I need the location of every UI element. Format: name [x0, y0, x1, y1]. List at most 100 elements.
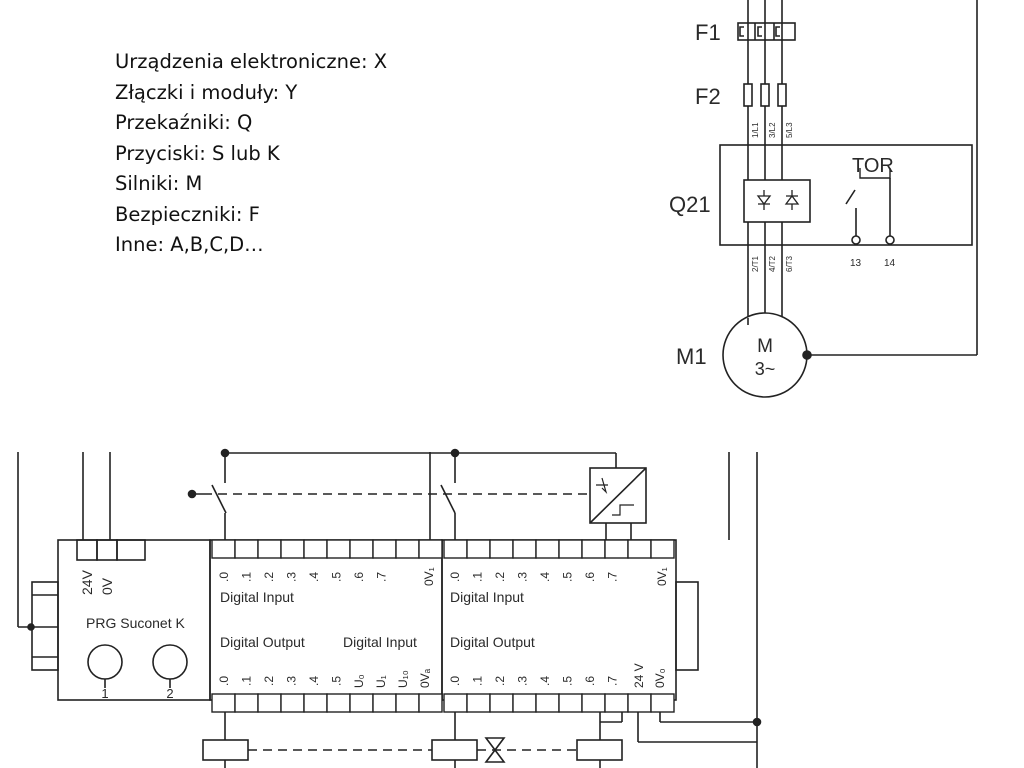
- terminal-block: [372, 539, 397, 559]
- terminal-block: [211, 539, 236, 559]
- legend-list: Urządzenia elektroniczne: X Złączki i mo…: [115, 47, 387, 261]
- terminal-block: [650, 539, 675, 559]
- terminal-block: [627, 539, 652, 559]
- input-terminal-label: .6: [583, 572, 597, 582]
- terminal-block: [466, 693, 491, 713]
- output-terminal-label: .2: [493, 676, 507, 686]
- terminal-block: [512, 539, 537, 559]
- input-terminal-label: .1: [471, 572, 485, 582]
- terminal-block: [604, 539, 629, 559]
- terminal-block: [326, 693, 351, 713]
- m2-digital-output-label: Digital Output: [450, 634, 535, 650]
- terminal-block: [257, 693, 282, 713]
- output-terminal-label: .1: [240, 676, 254, 686]
- terminal-block: [211, 693, 236, 713]
- input-terminal-label: .2: [493, 572, 507, 582]
- output-terminal-label: .4: [538, 676, 552, 686]
- supply-0v-label: 0V: [99, 577, 115, 595]
- input-terminal-label: .7: [375, 572, 389, 582]
- input-terminal-label: .6: [352, 572, 366, 582]
- terminal-block: [280, 693, 305, 713]
- input-terminal-label: .7: [606, 572, 620, 582]
- terminal-label: 1/L1: [751, 122, 760, 138]
- q21-label: Q21: [669, 192, 711, 217]
- q21-relay-box: [719, 144, 973, 246]
- output-terminal-label: .0: [217, 676, 231, 686]
- analog-terminal-label: U₀: [352, 674, 366, 688]
- input-terminal-label: .5: [330, 572, 344, 582]
- terminal-label: 4/T2: [768, 255, 777, 272]
- output-terminal-label: .7: [606, 676, 620, 686]
- output-terminal-label: .6: [583, 676, 597, 686]
- f2-fuse: [743, 83, 787, 107]
- output-relay-3: [576, 739, 623, 761]
- plc-system: [17, 448, 762, 768]
- output-terminal-label: .3: [285, 676, 299, 686]
- plc-model-label: PRG Suconet K: [86, 615, 185, 631]
- legend-line: Przekaźniki: Q: [115, 111, 253, 134]
- tor-label: TOR: [852, 155, 894, 177]
- terminal-block: [558, 693, 583, 713]
- terminal-block: [418, 693, 443, 713]
- port-1-label: 1: [101, 686, 108, 701]
- terminal-block: [303, 693, 328, 713]
- legend-line: Silniki: M: [115, 172, 203, 195]
- port-2-circle: [152, 644, 188, 680]
- terminal-block: [627, 693, 652, 713]
- terminal-block: [489, 693, 514, 713]
- terminal-block: [326, 539, 351, 559]
- terminal-block: [443, 539, 468, 559]
- analog-terminal-label: U₁₀: [396, 670, 410, 688]
- terminal-block: [512, 693, 537, 713]
- m2-digital-input-label: Digital Input: [450, 589, 524, 605]
- terminal-block: [535, 539, 560, 559]
- contact-14-label: 14: [884, 258, 896, 269]
- input-terminal-label: .0: [217, 572, 231, 582]
- legend-line: Urządzenia elektroniczne: X: [115, 50, 388, 73]
- terminal-block: [303, 539, 328, 559]
- terminal-label: 5/L3: [785, 122, 794, 138]
- supply-24v-label: 24 V: [632, 663, 646, 688]
- f2-label: F2: [695, 84, 721, 109]
- legend-line: Inne: A,B,C,D…: [115, 233, 264, 256]
- terminal-block: [395, 693, 420, 713]
- terminal-block: [395, 539, 420, 559]
- terminal-block: [581, 539, 606, 559]
- supply-0v-label: 0V₀: [653, 668, 667, 688]
- motor-circuit: [719, 0, 978, 398]
- terminal-block: [466, 539, 491, 559]
- terminal-block: [418, 539, 443, 559]
- motor-phase-label: 3~: [755, 359, 776, 379]
- input-terminal-label: .1: [240, 572, 254, 582]
- output-relay-2: [431, 739, 478, 761]
- valve-symbol: [484, 737, 506, 763]
- analog-terminal-label: 0Vₐ: [418, 668, 432, 688]
- output-relay-1: [202, 739, 249, 761]
- terminal-label: 6/T3: [785, 255, 794, 272]
- output-terminal-label: .3: [516, 676, 530, 686]
- terminal-block: [372, 693, 397, 713]
- terminal-block: [443, 693, 468, 713]
- m1-digital-input-label: Digital Input: [220, 589, 294, 605]
- input-terminal-label: .4: [307, 572, 321, 582]
- port-1-circle: [87, 644, 123, 680]
- thyristor-symbol: [743, 179, 811, 223]
- legend-line: Bezpieczniki: F: [115, 202, 260, 226]
- terminal-block: [234, 693, 259, 713]
- input-terminal-label: .3: [285, 572, 299, 582]
- terminal-block: [257, 539, 282, 559]
- m1-digital-output-label: Digital Output: [220, 634, 305, 650]
- legend-line: Złączki i moduły: Y: [115, 80, 298, 104]
- legend-line: Przyciski: S lub K: [115, 141, 280, 165]
- input-terminal-label: .3: [516, 572, 530, 582]
- output-terminal-label: .0: [448, 676, 462, 686]
- input-terminal-label: .2: [262, 572, 276, 582]
- m1-label: M1: [676, 344, 707, 369]
- input-terminal-label: .0: [448, 572, 462, 582]
- port-2-label: 2: [166, 686, 173, 701]
- terminal-block: [489, 539, 514, 559]
- terminal-block: [581, 693, 606, 713]
- output-terminal-label: .5: [330, 676, 344, 686]
- motor-m-label: M: [757, 336, 773, 357]
